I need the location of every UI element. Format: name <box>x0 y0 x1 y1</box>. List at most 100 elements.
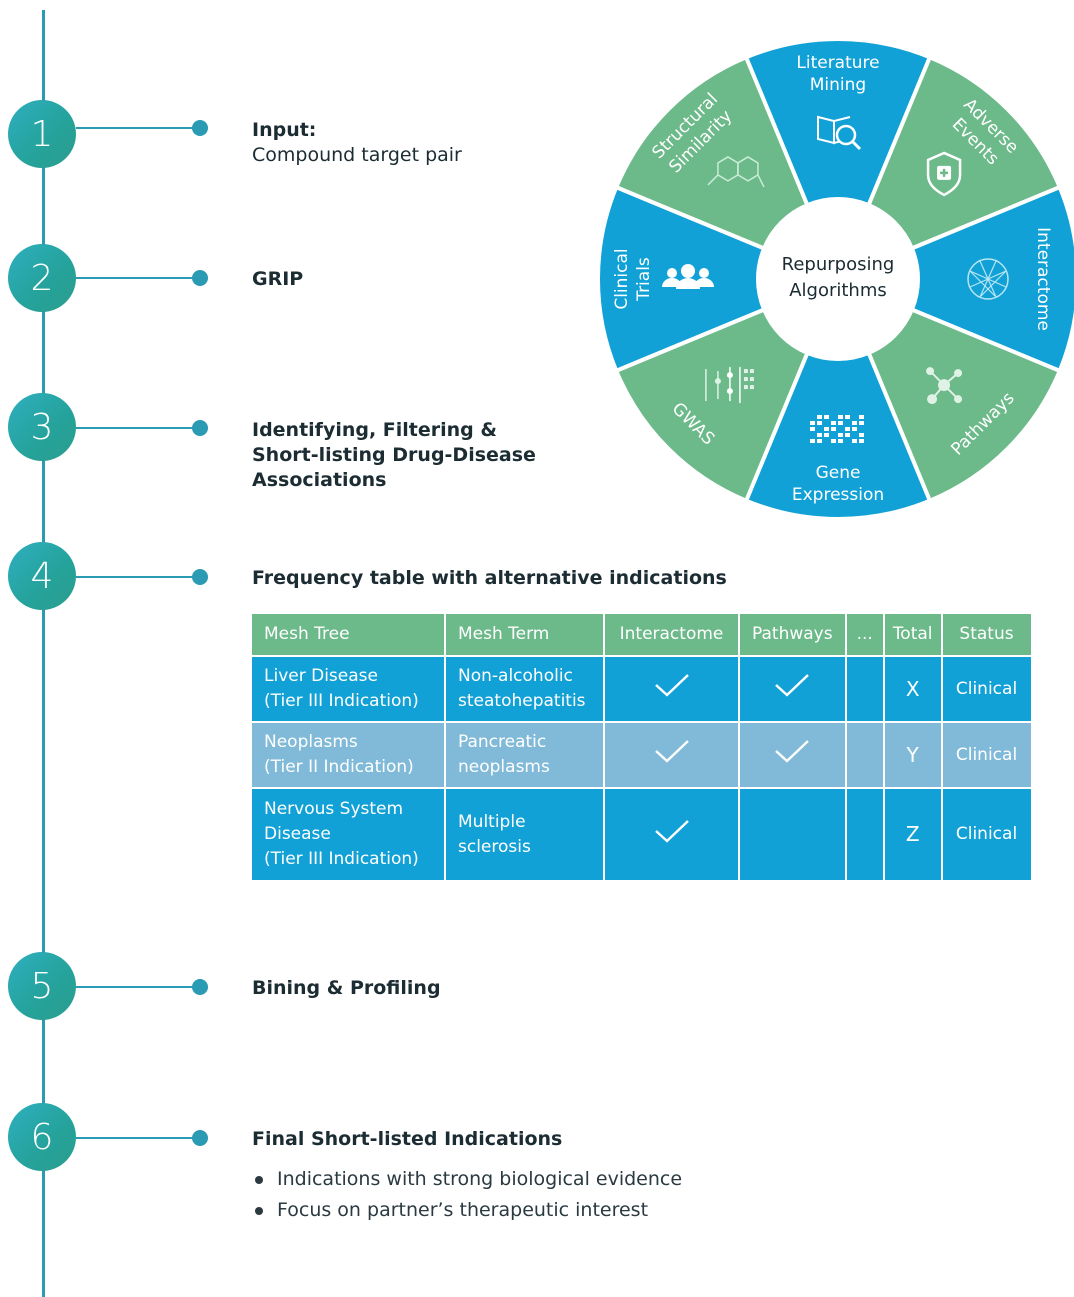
cell-line: Disease <box>264 824 331 844</box>
step-3-title: Identifying, Filtering & Short-listing D… <box>252 418 536 493</box>
step-5-dot <box>192 979 208 995</box>
header-status: Status <box>941 614 1033 657</box>
cell-line: Multiple <box>458 811 526 832</box>
wheel-segment <box>866 307 1063 504</box>
step-2-circle: 2 <box>8 244 76 312</box>
header-interactome: Interactome <box>604 614 740 657</box>
step-1-title: Input: <box>252 119 317 141</box>
step-1-subtitle: Compound target pair <box>252 144 462 166</box>
cell-interactome <box>604 722 740 789</box>
step-1-circle: 1 <box>8 100 76 168</box>
people-icon <box>662 264 714 289</box>
step-6-circle: 6 <box>8 1103 76 1171</box>
checkmark-icon <box>654 740 689 763</box>
cell-line: sclerosis <box>458 836 531 857</box>
cell-status: Clinical <box>941 722 1033 789</box>
bullet-dot <box>255 1207 263 1215</box>
wheel-segment-label-line: Clinical <box>612 248 632 310</box>
step-2-title: GRIP <box>252 268 304 290</box>
cell-line: Pancreatic <box>458 732 547 752</box>
cell-line: (Tier III Indication) <box>264 691 419 711</box>
center-label-line: Repurposing <box>781 254 895 275</box>
cell-more <box>845 722 885 789</box>
wheel-center-label: Repurposing Algorithms <box>758 252 918 304</box>
cell-line: Nervous System <box>264 799 404 819</box>
pathway-icon <box>926 367 963 405</box>
cell-mesh-term: Pancreatic neoplasms <box>445 722 605 789</box>
cell-more <box>845 656 885 723</box>
step-6-dot <box>192 1130 208 1146</box>
step-number: 4 <box>30 555 54 597</box>
indication-bullets: Indications with strong biological evide… <box>255 1164 682 1226</box>
step-number: 2 <box>30 257 54 299</box>
step-2-connector <box>76 277 200 279</box>
step-1-connector <box>76 127 200 129</box>
cell-line: (Tier III Indication) <box>264 849 419 869</box>
step-5-title: Bining & Profiling <box>252 977 441 999</box>
cell-interactome <box>604 788 740 882</box>
wheel-segment <box>866 54 1063 251</box>
header-mesh-tree: Mesh Tree <box>252 614 446 657</box>
wheel-segment-label-line: Literature <box>796 53 880 73</box>
step-1-dot <box>192 120 208 136</box>
frequency-table: Mesh Tree Mesh Term Interactome Pathways… <box>252 614 1033 882</box>
header-pathways: Pathways <box>739 614 847 657</box>
cell-pathways <box>739 722 847 789</box>
wheel-segment-label: Interactome <box>1032 227 1054 331</box>
cell-total: X <box>883 656 943 723</box>
step-number: 5 <box>30 965 54 1007</box>
bullet-item: Focus on partner’s therapeutic interest <box>255 1195 682 1226</box>
wheel-segment-label-line: Trials <box>634 257 654 301</box>
step-2-dot <box>192 270 208 286</box>
cell-mesh-tree: Liver Disease(Tier III Indication) <box>252 656 446 723</box>
bullet-dot <box>255 1176 263 1184</box>
table-row: Neoplasms(Tier II Indication) Pancreatic… <box>252 722 1033 789</box>
header-total: Total <box>883 614 943 657</box>
timeline-line <box>42 10 45 1297</box>
step-6-title: Final Short-listed Indications <box>252 1128 563 1150</box>
checkmark-icon <box>775 740 810 763</box>
wheel-graphic <box>598 37 1074 521</box>
cell-status: Clinical <box>941 788 1033 882</box>
cell-line: steatohepatitis <box>458 691 586 711</box>
step-3-circle: 3 <box>8 393 76 461</box>
cell-line: neoplasms <box>458 757 550 777</box>
table-row: Liver Disease(Tier III Indication) Non-a… <box>252 656 1033 723</box>
network-icon <box>967 258 1009 300</box>
table-header-row: Mesh Tree Mesh Term Interactome Pathways… <box>252 614 1033 657</box>
step-3-title-line: Short-listing Drug-Disease <box>252 444 536 466</box>
wheel-segment-label-line: Expression <box>791 485 885 505</box>
step-3-title-line: Identifying, Filtering & <box>252 419 497 441</box>
step-number: 3 <box>30 406 54 448</box>
book-search-icon <box>817 115 862 151</box>
step-4-title: Frequency table with alternative indicat… <box>252 567 727 589</box>
step-4-circle: 4 <box>8 542 76 610</box>
wheel-segment-label-line: Mining <box>809 75 867 95</box>
cell-mesh-term: Multiple sclerosis <box>445 788 605 882</box>
step-4-connector <box>76 576 200 578</box>
center-label-line: Algorithms <box>789 280 887 301</box>
step-6-connector <box>76 1137 200 1139</box>
checkmark-icon <box>654 674 689 697</box>
cell-more <box>845 788 885 882</box>
wheel-segment <box>613 307 810 504</box>
cell-total: Y <box>883 722 943 789</box>
cell-mesh-tree: Neoplasms(Tier II Indication) <box>252 722 446 789</box>
shield-plus-icon <box>926 151 962 197</box>
checkmark-icon <box>775 674 810 697</box>
header-mesh-term: Mesh Term <box>445 614 605 657</box>
checkmark-icon <box>654 819 689 843</box>
header-more: ... <box>845 614 885 657</box>
step-3-title-line: Associations <box>252 469 387 491</box>
step-5-connector <box>76 986 200 988</box>
step-4-dot <box>192 569 208 585</box>
step-3-dot <box>192 420 208 436</box>
cell-total: Z <box>883 788 943 882</box>
molecule-icon <box>707 156 765 188</box>
